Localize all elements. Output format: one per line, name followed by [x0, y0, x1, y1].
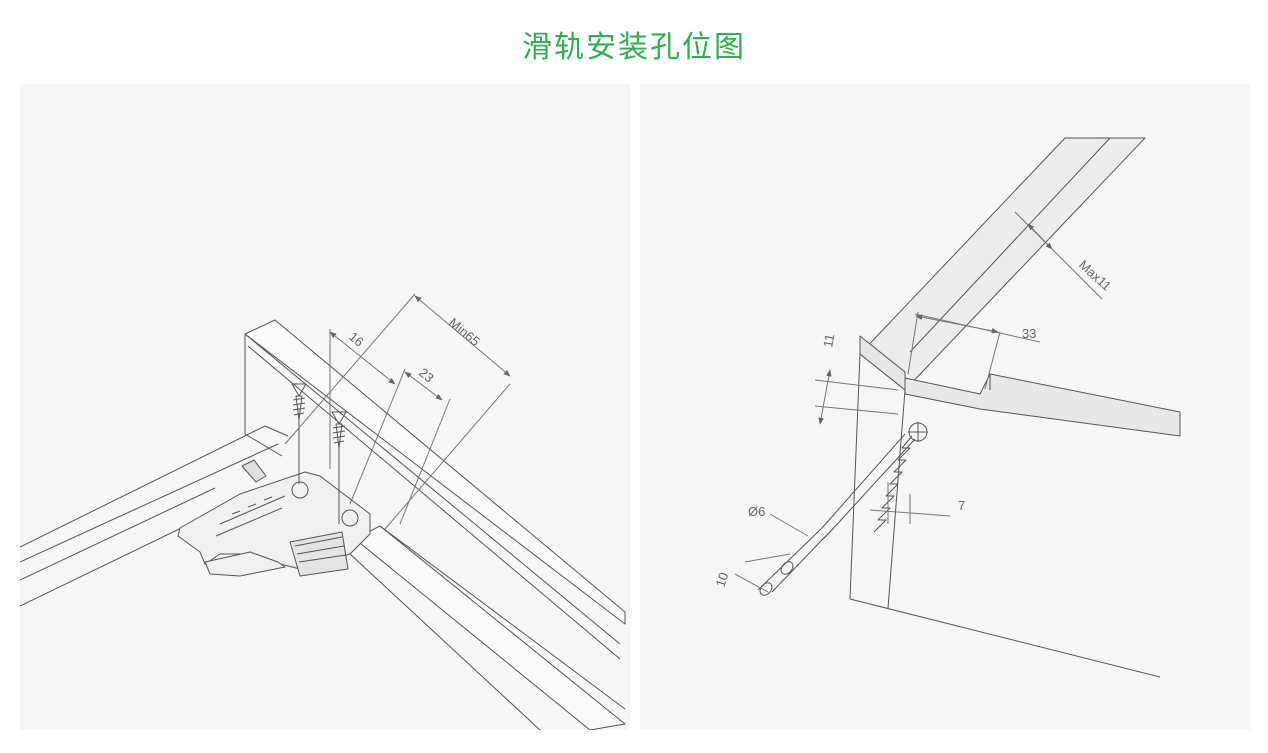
right-diagram-panel: Max11 33 11 7 Ø6 10: [640, 84, 1250, 730]
dimension-label-7: 7: [958, 498, 965, 513]
cabinet-front-panel: [849, 353, 1161, 678]
screw-icon: [757, 433, 916, 596]
dimension-label-phi6: Ø6: [748, 504, 765, 519]
dimension-label-11: 11: [820, 333, 837, 349]
dimension-label-min65: Min65: [446, 315, 483, 349]
slide-rail-front-diagram: Min65 16 23: [20, 293, 626, 730]
screw-icon: [331, 411, 347, 449]
dimension-label-16: 16: [346, 329, 367, 350]
top-board: [859, 137, 1146, 391]
drawer-rail: [20, 425, 289, 607]
dimension-label-10: 10: [713, 571, 732, 589]
slide-locking-clip: [177, 459, 371, 577]
drawer-bottom-board: [349, 525, 626, 730]
dimension-lines: [734, 211, 1103, 593]
dimension-lines: [284, 293, 511, 530]
screw-icon: [291, 383, 307, 421]
cabinet-side-panel: [244, 319, 626, 660]
slide-rail-side-diagram: Max11 33 11 7 Ø6 10: [713, 137, 1181, 678]
page-title: 滑轨安装孔位图: [522, 30, 746, 65]
left-diagram-panel: Min65 16 23: [20, 84, 630, 730]
drawer-side-board: [904, 373, 1181, 437]
dimension-label-33: 33: [1022, 326, 1036, 341]
dimension-label-max11: Max11: [1076, 257, 1114, 294]
